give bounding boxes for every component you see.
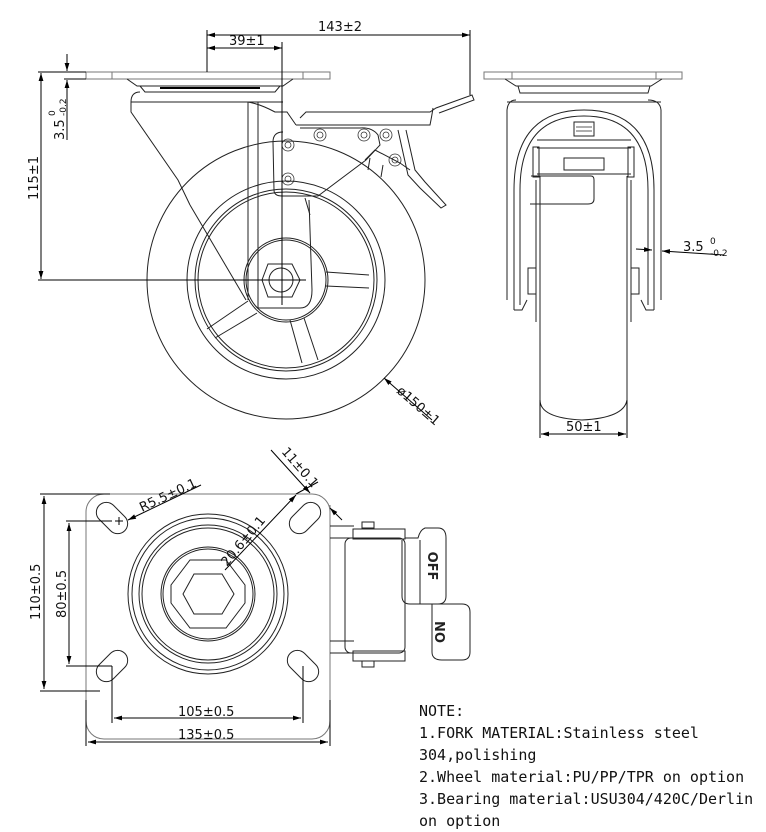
dim-swivel-offset: 39±1 [229, 34, 265, 49]
brake-off-label: OFF [424, 552, 439, 581]
wheel-front [539, 176, 628, 421]
dim-fork-thickness-main: 3.5 [683, 240, 704, 255]
dim-center-bore: 20.6±0.1 [219, 494, 297, 571]
note-line: 1.FORK MATERIAL:Stainless steel [419, 724, 699, 742]
dim-wheel-width-text: 50±1 [566, 420, 602, 435]
dim-hole-spacing-vertical: 80±0.5 [55, 570, 70, 618]
mounting-slot-top-right [288, 501, 322, 535]
dim-plate-width: 135±0.5 [178, 728, 234, 743]
hex-bore [182, 573, 235, 615]
side-view: 143±2 39±1 115±1 3.5 0 -0.2 ø150±1 [27, 20, 475, 429]
note-line: 3.Bearing material:USU304/420C/Derlin [419, 790, 754, 808]
dim-143: 143±2 [206, 20, 471, 95]
dim-39: 39±1 [207, 34, 282, 51]
note-line: 304,polishing [419, 746, 537, 764]
dim-fork-tolerance-lower: -0.2 [710, 249, 728, 259]
notes-heading: NOTE: [419, 702, 465, 720]
brake-on-label: ON [434, 621, 449, 643]
dim-plate-thickness-main: 3.5 [53, 119, 68, 140]
brake-assembly-top: OFF ON [329, 505, 471, 684]
top-plate-view: OFF ON 110±0.5 80±0.5 105±0.5 135±0.5 [29, 445, 471, 746]
mounting-slot-bottom-left [95, 649, 129, 683]
dim-wheel-diameter: ø150±1 [383, 377, 442, 429]
note-line: on option [419, 812, 501, 830]
dim-slot-radius: R5.5±0.1 [127, 476, 202, 521]
dim-110: 110±0.5 [29, 493, 110, 692]
mounting-slot-bottom-right [286, 649, 320, 683]
dim-plate-tolerance-upper: 0 [48, 110, 58, 116]
center-boss [170, 559, 246, 629]
dim-slot-radius-text: R5.5±0.1 [137, 476, 199, 515]
note-line: 2.Wheel material:PU/PP/TPR on option [419, 768, 745, 786]
front-view: 50±1 3.5 0 -0.2 [483, 71, 728, 438]
dim-plate-thickness: 3.5 0 -0.2 [48, 54, 86, 140]
dim-plate-tolerance-lower: -0.2 [59, 98, 69, 116]
fork-side [130, 91, 313, 309]
top-plate-side [85, 71, 331, 93]
dim-135: 135±0.5 [85, 700, 331, 746]
notes-block: NOTE: 1.FORK MATERIAL:Stainless steel 304,… [419, 700, 753, 832]
dim-115: 115±1 [27, 71, 140, 281]
dim-plate-height: 110±0.5 [29, 564, 44, 620]
dim-overall-height: 115±1 [27, 156, 42, 200]
dim-slot-width-text: 11±0.1 [278, 445, 321, 491]
mounting-slot-top-left [95, 501, 129, 535]
dim-fork-thickness: 3.5 0 -0.2 [635, 237, 728, 259]
dim-fork-tolerance-upper: 0 [710, 237, 716, 247]
dim-wheel-diameter-text: ø150±1 [393, 384, 442, 429]
dim-80: 80±0.5 [55, 520, 112, 667]
dim-hole-spacing-horizontal: 105±0.5 [178, 705, 234, 720]
brake-assembly-side [272, 94, 475, 209]
dim-105: 105±0.5 [111, 666, 304, 723]
dim-slot-width: 11±0.1 [270, 445, 343, 521]
dim-wheel-width: 50±1 [539, 400, 628, 438]
dim-overall-offset: 143±2 [318, 20, 362, 35]
